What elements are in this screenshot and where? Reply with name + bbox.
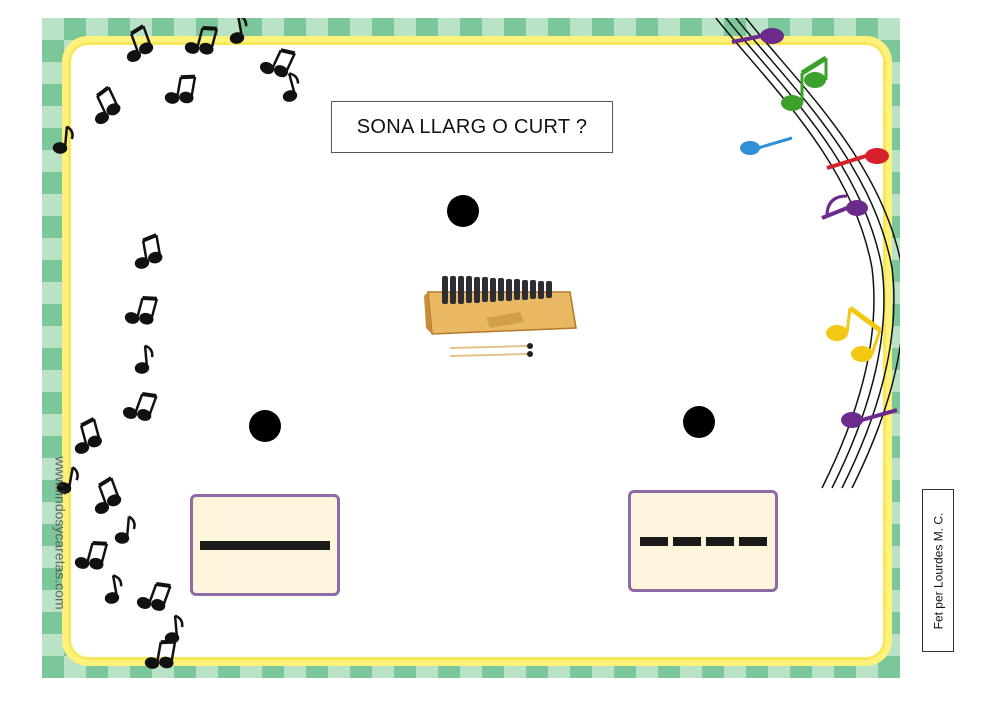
page-title-text: SONA LLARG O CURT ?: [356, 115, 588, 138]
answer-card-short[interactable]: [628, 490, 778, 592]
side-watermark-url: www.lindosycaretas.com: [52, 388, 70, 678]
credit-text: Fet per Lourdes M. C.: [931, 512, 945, 629]
side-url-text: www.lindosycaretas.com: [53, 456, 69, 610]
drop-target-top[interactable]: [447, 195, 479, 227]
drop-target-right[interactable]: [683, 406, 715, 438]
music-notes-decoration-icon: [52, 18, 342, 669]
colorful-music-staff-icon: [714, 18, 900, 489]
dashed-line-icon: [639, 536, 767, 546]
drop-target-left[interactable]: [249, 410, 281, 442]
answer-card-long[interactable]: [190, 494, 340, 596]
page-title: SONA LLARG O CURT ?: [331, 101, 613, 153]
credit-box: Fet per Lourdes M. C.: [922, 489, 954, 652]
long-line-icon: [200, 540, 330, 550]
xylophone-icon[interactable]: [420, 270, 580, 365]
